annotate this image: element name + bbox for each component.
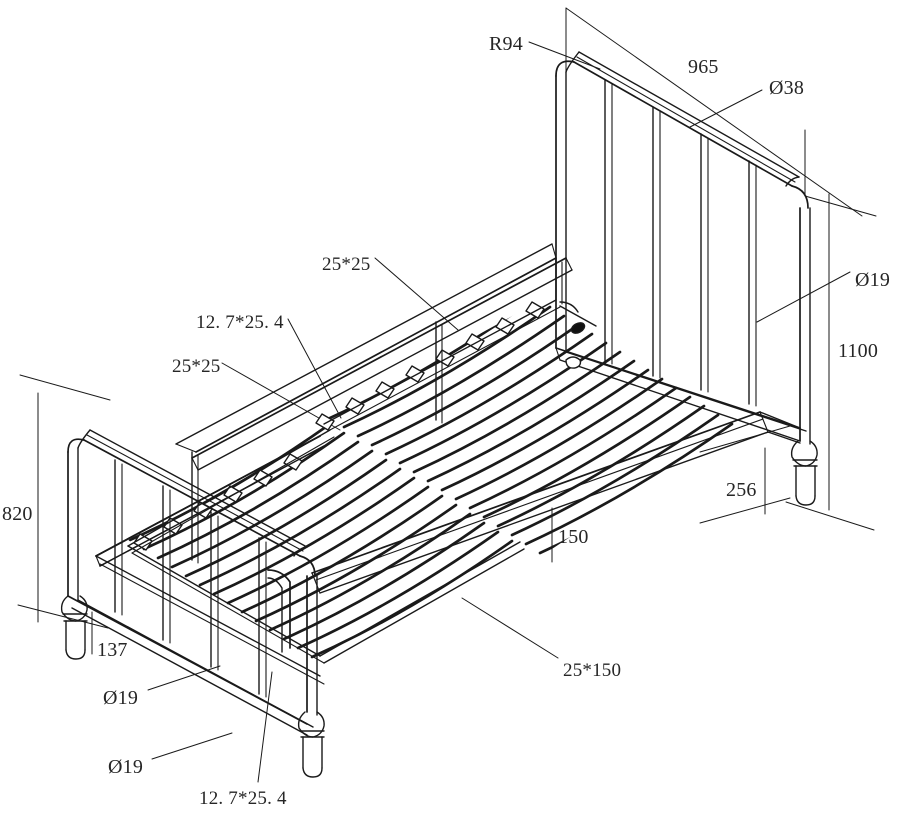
label-12-7x25-4-lower: 12. 7*25. 4 <box>199 788 287 809</box>
slat-fasteners <box>559 305 597 369</box>
label-25x25-top: 25*25 <box>322 254 371 275</box>
side-rail-near <box>95 435 325 567</box>
label-diameter-38: Ø38 <box>769 77 805 99</box>
label-12-7x25-4-upper: 12. 7*25. 4 <box>196 312 284 333</box>
lower-frame <box>127 541 525 664</box>
label-diameter-19-headboard: Ø19 <box>855 269 891 291</box>
label-diameter-19-footboard-lower: Ø19 <box>108 756 144 778</box>
label-256: 256 <box>726 479 757 501</box>
label-137: 137 <box>97 639 128 661</box>
slat-base-lower <box>128 423 514 659</box>
label-25x25-left: 25*25 <box>172 356 221 377</box>
dimension-lines <box>17 7 877 783</box>
label-1100: 1100 <box>838 340 879 362</box>
label-820: 820 <box>2 503 33 525</box>
label-25x150: 25*150 <box>563 660 622 681</box>
label-diameter-19-footboard-upper: Ø19 <box>103 687 139 709</box>
headboard <box>555 51 818 506</box>
label-150: 150 <box>558 526 589 548</box>
label-r94: R94 <box>489 33 523 55</box>
footboard <box>60 429 325 778</box>
label-965: 965 <box>688 56 719 78</box>
bed-side-supports <box>191 257 579 653</box>
